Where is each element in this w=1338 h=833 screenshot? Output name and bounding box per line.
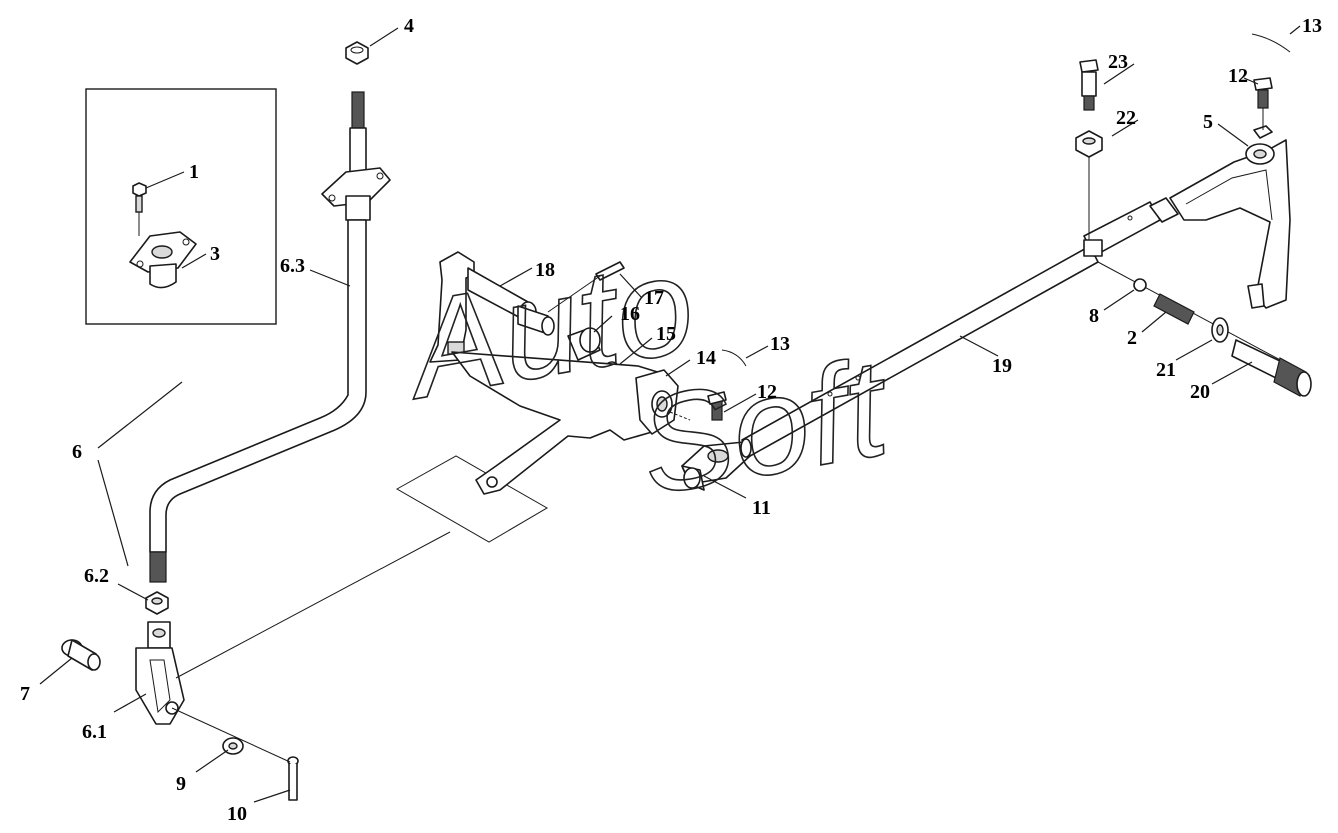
bracket-assembly	[429, 251, 747, 495]
callout-10: 10	[227, 803, 247, 825]
callout-18: 18	[535, 259, 555, 281]
callout-12-top: 12	[1228, 65, 1248, 87]
callout-6-1: 6.1	[82, 721, 107, 743]
callout-23: 23	[1108, 51, 1128, 73]
spring-clip-13-top	[1251, 33, 1291, 53]
callout-1: 1	[189, 161, 199, 183]
lever-mount-plate	[321, 127, 391, 221]
callout-13-mid: 13	[770, 333, 790, 355]
lower-thread	[149, 551, 167, 583]
callout-12-mid: 12	[757, 381, 777, 403]
callout-16: 16	[620, 303, 640, 325]
clamp-11	[681, 391, 751, 491]
nut-6-2	[145, 591, 169, 615]
flange-3	[129, 231, 197, 289]
clevis-6-1	[135, 621, 185, 725]
inset-box	[85, 88, 277, 325]
callout-5: 5	[1203, 111, 1213, 133]
bushing-16	[567, 327, 601, 361]
callout-8: 8	[1089, 305, 1099, 327]
callout-11: 11	[752, 497, 771, 519]
callout-13-top: 13	[1302, 15, 1322, 37]
nut-22	[1075, 130, 1103, 158]
callout-21: 21	[1156, 359, 1176, 381]
link-plate-outline	[395, 455, 548, 543]
washer-axis	[171, 707, 291, 763]
screw-23	[1079, 59, 1099, 111]
watermark: Auto Soft	[391, 226, 904, 526]
callout-7: 7	[20, 683, 30, 705]
callout-22: 22	[1116, 107, 1136, 129]
bolt-1	[132, 182, 147, 236]
callout-9: 9	[176, 773, 186, 795]
callout-6-3: 6.3	[280, 255, 305, 277]
detent-assembly	[1097, 261, 1312, 397]
nut-4	[345, 41, 369, 65]
callout-2: 2	[1127, 327, 1137, 349]
callout-17: 17	[644, 287, 664, 309]
callout-15: 15	[656, 323, 676, 345]
spring-clip-13	[721, 349, 747, 367]
callout-3: 3	[210, 243, 220, 265]
cotter-pin-10	[287, 756, 299, 801]
screw-12-top	[1253, 77, 1273, 130]
callout-4: 4	[404, 15, 414, 37]
callout-19: 19	[992, 355, 1012, 377]
upper-thread	[351, 91, 365, 129]
pin-7	[61, 639, 101, 671]
fork-5	[1169, 125, 1291, 309]
shift-lever-assembly	[61, 41, 391, 801]
link-axis-line	[175, 531, 451, 679]
callout-6-2: 6.2	[84, 565, 109, 587]
callout-labels: 4 1 3 6.3 6 6.2 7 6.1 9 10 11 12 13 14 1…	[20, 15, 1322, 825]
callout-14: 14	[696, 347, 716, 369]
bracket-left-ear	[429, 251, 475, 363]
lever-rod-6-3	[149, 219, 367, 553]
callout-6: 6	[72, 441, 82, 463]
pin-17	[547, 261, 625, 313]
callout-20: 20	[1190, 381, 1210, 403]
leader-lines	[39, 25, 1301, 803]
